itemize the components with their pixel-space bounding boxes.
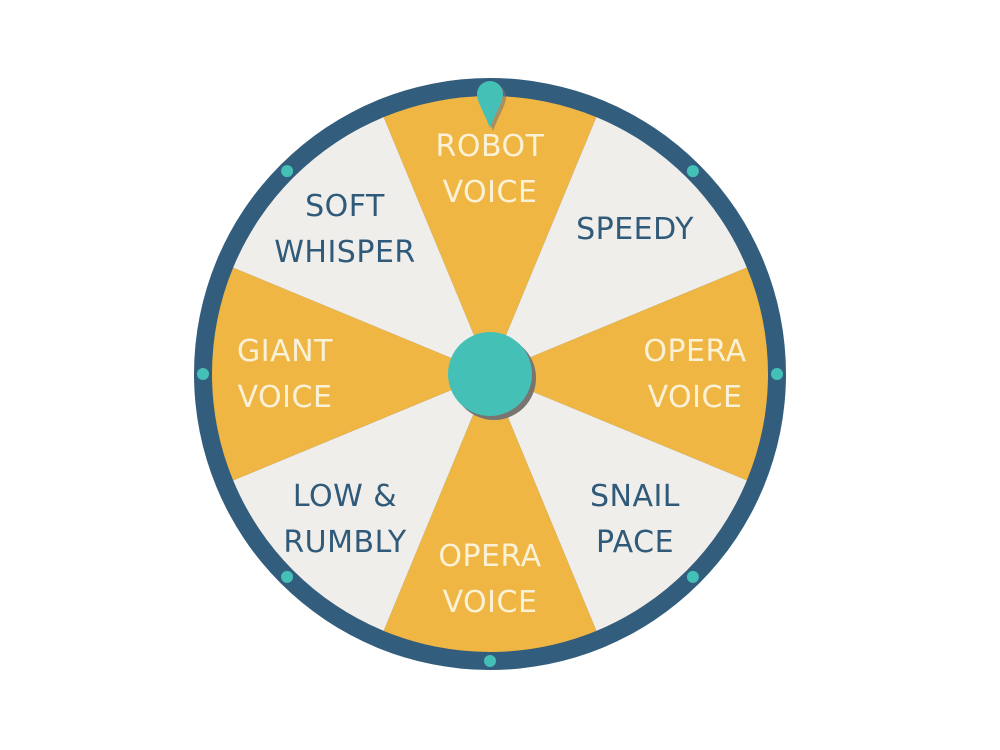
- segment-label-line: OPERA: [643, 334, 746, 369]
- pointer-body: [477, 81, 503, 128]
- wheel-segment: [490, 267, 769, 481]
- segment-label-line: SOFT: [305, 189, 385, 224]
- rim-stud: [197, 368, 209, 380]
- segment-label-line: PACE: [596, 525, 674, 560]
- rim-stud: [281, 570, 294, 583]
- rim-stud: [484, 655, 496, 667]
- wheel-segment: [490, 117, 747, 374]
- segment-label: SOFT WHISPER: [274, 189, 416, 270]
- prize-wheel[interactable]: ROBOT VOICE SPEEDY OPERA VOICE SNAIL PACE OPERA…: [194, 78, 786, 670]
- segment-label-line: RUMBLY: [283, 525, 406, 560]
- segment-label-line: ROBOT: [436, 129, 545, 164]
- rim-stud: [686, 165, 699, 178]
- segment-label-line: VOICE: [648, 380, 743, 415]
- wheel-segment: [233, 374, 490, 631]
- segment-label-line: VOICE: [238, 380, 333, 415]
- segment-label: SPEEDY: [576, 212, 694, 247]
- segment-label-line: WHISPER: [274, 235, 416, 270]
- rim-stud: [771, 368, 783, 380]
- segment-label-line: LOW &: [293, 479, 397, 514]
- segment-label: OPERA VOICE: [643, 334, 746, 415]
- segment-label-line: VOICE: [443, 585, 538, 620]
- segment-label-line: SPEEDY: [576, 212, 694, 247]
- segment-label: OPERA VOICE: [438, 539, 541, 620]
- segment-label-line: SNAIL: [590, 479, 680, 514]
- rim-stud: [686, 570, 699, 583]
- segment-label-line: GIANT: [237, 334, 333, 369]
- rim-studs: [197, 165, 783, 667]
- wheel-segment: [383, 95, 597, 375]
- spin-hub-button[interactable]: [448, 332, 532, 416]
- segment-label: LOW & RUMBLY: [283, 479, 406, 560]
- wheel-segment: [383, 374, 597, 653]
- segment-label: SNAIL PACE: [590, 479, 680, 560]
- wheel-segment: [233, 117, 490, 374]
- pointer-icon: [477, 81, 506, 131]
- wheel-segment: [490, 374, 747, 631]
- wheel-labels: ROBOT VOICE SPEEDY OPERA VOICE SNAIL PACE OPERA…: [237, 129, 746, 620]
- wheel-segments: [211, 95, 769, 653]
- segment-label-line: VOICE: [443, 175, 538, 210]
- rim-stud: [281, 165, 294, 178]
- wheel-segment: [211, 267, 490, 481]
- segment-label: GIANT VOICE: [237, 334, 333, 415]
- segment-label: ROBOT VOICE: [436, 129, 545, 210]
- segment-label-line: OPERA: [438, 539, 541, 574]
